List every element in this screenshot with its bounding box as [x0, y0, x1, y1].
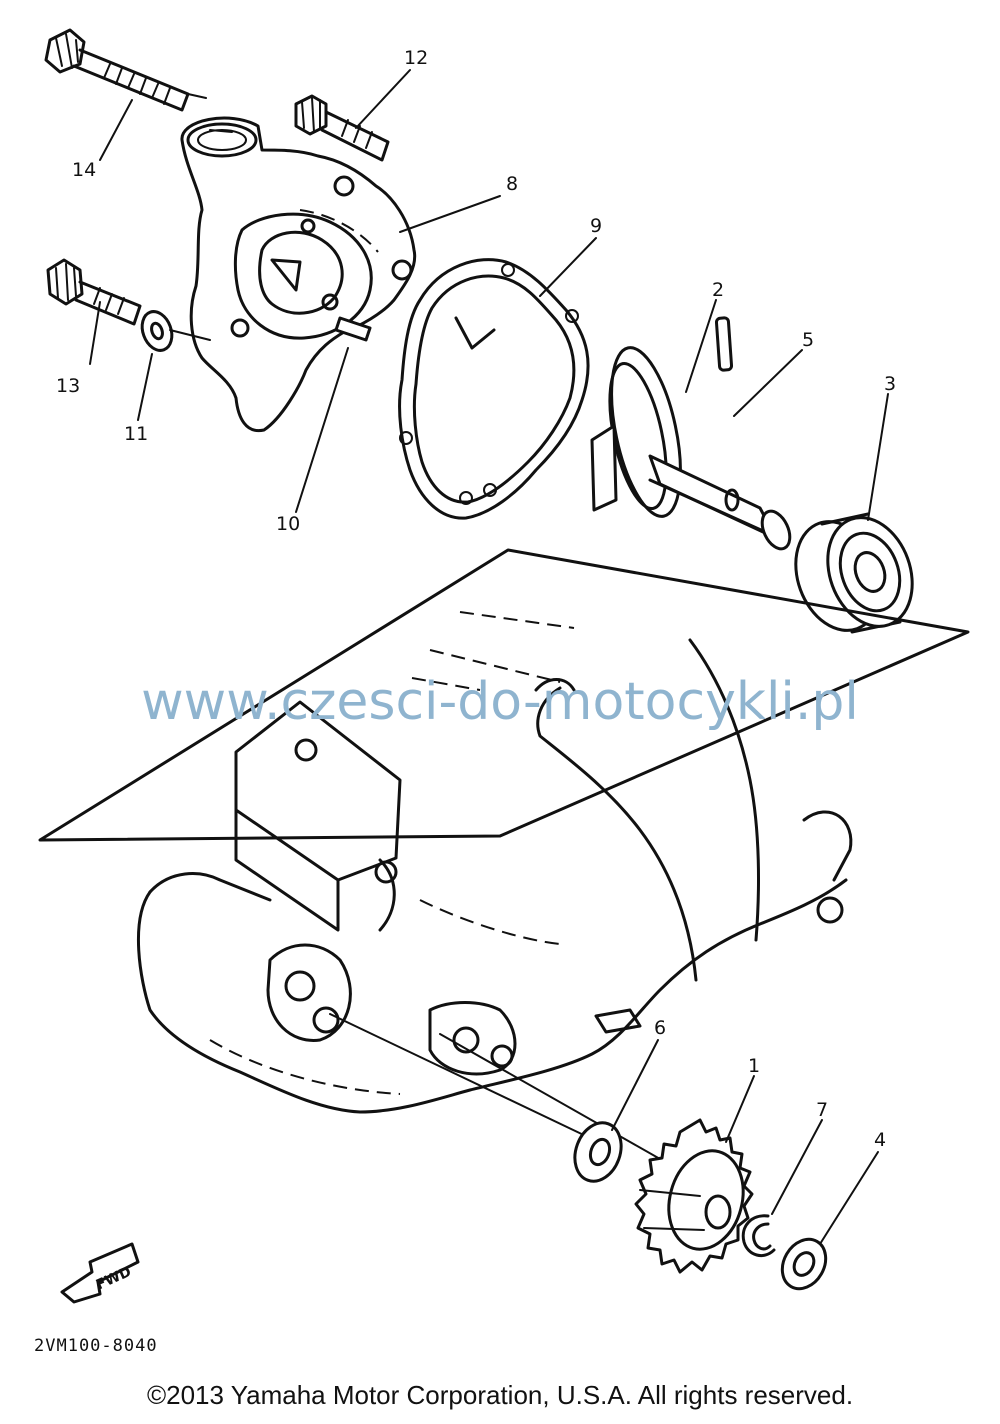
- callout-10: 10: [276, 513, 300, 535]
- callout-3: 3: [884, 373, 896, 395]
- washer-6: [573, 1121, 623, 1183]
- callout-14: 14: [72, 159, 96, 181]
- callout-labels: 14 12 8 9 2 5 3 13 11 10 6 1 7 4: [56, 47, 896, 1151]
- drawing-code: 2VM100-8040: [34, 1336, 158, 1356]
- copyright: ©2013 Yamaha Motor Corporation, U.S.A. A…: [146, 1380, 854, 1410]
- callout-11: 11: [124, 423, 148, 445]
- gear-1: [634, 1118, 754, 1274]
- callout-4: 4: [874, 1129, 886, 1151]
- callout-7: 7: [816, 1099, 828, 1121]
- callout-9: 9: [590, 215, 602, 237]
- watermark: www.czesci-do-motocykli.pl: [141, 672, 859, 732]
- pump-housing-8: [180, 116, 417, 433]
- dowel-pin-10: [334, 316, 372, 342]
- assembly-lines: [169, 329, 691, 1177]
- bolt-13: [46, 258, 142, 326]
- crankcase: [136, 638, 853, 1114]
- callout-8: 8: [506, 173, 518, 195]
- washer-4: [780, 1237, 828, 1291]
- washer-11: [140, 310, 174, 352]
- impeller-shaft-2: [590, 346, 792, 551]
- bolt-12: [294, 94, 390, 162]
- fwd-arrow-icon: FWD: [60, 1242, 140, 1304]
- bolt-14: [44, 28, 190, 112]
- callout-13: 13: [56, 375, 80, 397]
- callout-2: 2: [712, 279, 724, 301]
- callout-5: 5: [802, 329, 814, 351]
- gasket-9: [398, 258, 590, 520]
- assembly-plane: [38, 93, 970, 842]
- callout-12: 12: [404, 47, 428, 69]
- callout-leaders: [89, 69, 889, 1245]
- callout-1: 1: [748, 1055, 760, 1077]
- callout-6: 6: [654, 1017, 666, 1039]
- bearing-3: [794, 512, 914, 634]
- circlip-7: [741, 1214, 776, 1258]
- pin-5: [714, 316, 734, 372]
